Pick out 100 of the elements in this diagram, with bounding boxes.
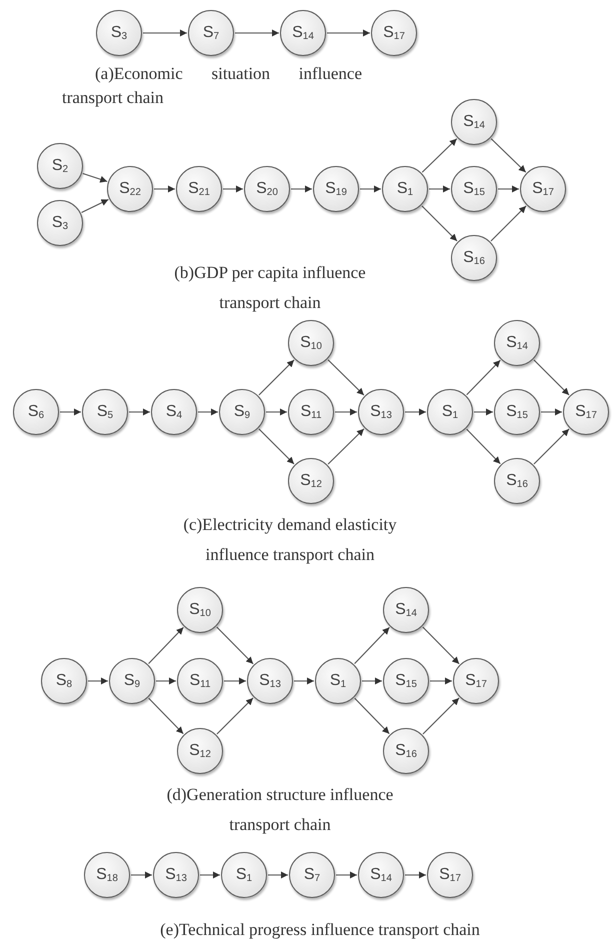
state-label: S$_{17}$ [575,403,597,421]
state-circle [451,99,497,145]
state-circle [382,166,428,212]
arrow [88,678,108,684]
chain-caption: (e)Technical progress influence transport chain [159,919,481,941]
state-label: S$_{14}$ [395,601,417,619]
arrow [360,186,381,192]
arrow [148,626,184,664]
state-circle [288,389,334,435]
state-label: S$_{1}$ [236,866,252,884]
state-circle [494,320,540,366]
arrow [422,626,460,664]
arrow [60,408,81,416]
arrow [327,30,370,36]
state-label: S$_{21}$ [188,180,210,198]
state-label: S$_{4}$ [166,403,182,421]
state-circle [37,143,83,189]
state-label: S$_{10}$ [189,601,211,619]
state-label: S$_{3}$ [52,214,68,232]
arrow [235,30,279,36]
state-circle [494,389,540,435]
state-label: S$_{2}$ [52,157,68,175]
chain-caption: (c)Electricity demand elasticity influence transport chain [182,514,398,566]
arrow [474,408,493,416]
state-circle [153,852,199,898]
state-circle [315,658,361,704]
arrow [354,698,390,734]
state-circle [451,166,497,212]
arrow [81,199,109,213]
state-label: S$_{11}$ [189,672,211,690]
state-label: S$_{5}$ [96,403,114,421]
state-circle [221,852,267,898]
state-circle [280,10,326,56]
arrow [224,678,246,684]
state-circle [289,852,335,898]
state-circle [96,10,142,56]
state-circle [107,166,153,212]
state-circle [37,200,83,246]
state-circle [177,587,223,633]
state-label: S$_{14}$ [506,334,528,352]
state-circle [41,658,87,704]
state-label: S$_{15}$ [463,180,485,198]
arrow [490,206,526,242]
state-circle [494,458,540,504]
arrow [335,408,357,416]
arrow [82,172,108,183]
arrow [129,408,150,416]
arrow [291,186,312,192]
arrow [198,408,218,416]
state-label: S$_{13}$ [165,866,187,884]
arrow [148,698,184,734]
state-label: S$_{16}$ [506,472,528,490]
state-circle [219,389,265,435]
state-circle [188,10,234,56]
state-label: S$_{17}$ [439,866,461,884]
arrow [466,428,501,464]
state-label: S$_{13}$ [259,672,281,690]
state-label: S$_{9}$ [234,403,250,421]
state-circle [371,10,417,56]
state-circle [383,658,429,704]
arrow [405,408,426,416]
arrow [328,359,364,396]
state-label: S$_{20}$ [256,180,278,198]
chain-caption: (a)Economic situation influence transport chain [62,63,362,109]
state-circle [288,458,334,504]
state-circle [313,166,359,212]
state-circle [383,728,429,774]
state-label: S$_{13}$ [370,403,392,421]
state-circle [109,658,155,704]
arrow [429,186,450,192]
arrow [223,186,243,192]
state-label: S$_{7}$ [304,866,320,884]
arrow [268,872,288,878]
arrow [422,206,458,242]
arrow [258,428,294,464]
arrow [156,678,176,684]
state-circle [358,852,404,898]
state-label: S$_{19}$ [325,180,347,198]
arrow [541,408,562,416]
arrow [354,626,390,664]
state-circle [520,166,566,212]
state-label: S$_{17}$ [532,180,554,198]
state-label: S$_{14}$ [292,24,314,42]
state-circle [244,166,290,212]
arrow [266,408,287,416]
state-label: S$_{7}$ [202,24,220,42]
arrow [131,872,152,878]
state-label: S$_{1}$ [330,672,346,690]
state-circle [383,587,429,633]
state-circle [453,658,499,704]
state-label: S$_{1}$ [396,180,414,198]
state-circle [247,658,293,704]
state-label: S$_{11}$ [300,403,322,421]
chain-caption: (b)GDP per capita influence transport chain [173,262,367,314]
arrow [336,872,357,878]
arrow [466,360,501,396]
state-label: S$_{8}$ [56,672,72,690]
state-label: S$_{3}$ [110,24,128,42]
arrow [216,626,254,664]
arrow [154,186,175,192]
